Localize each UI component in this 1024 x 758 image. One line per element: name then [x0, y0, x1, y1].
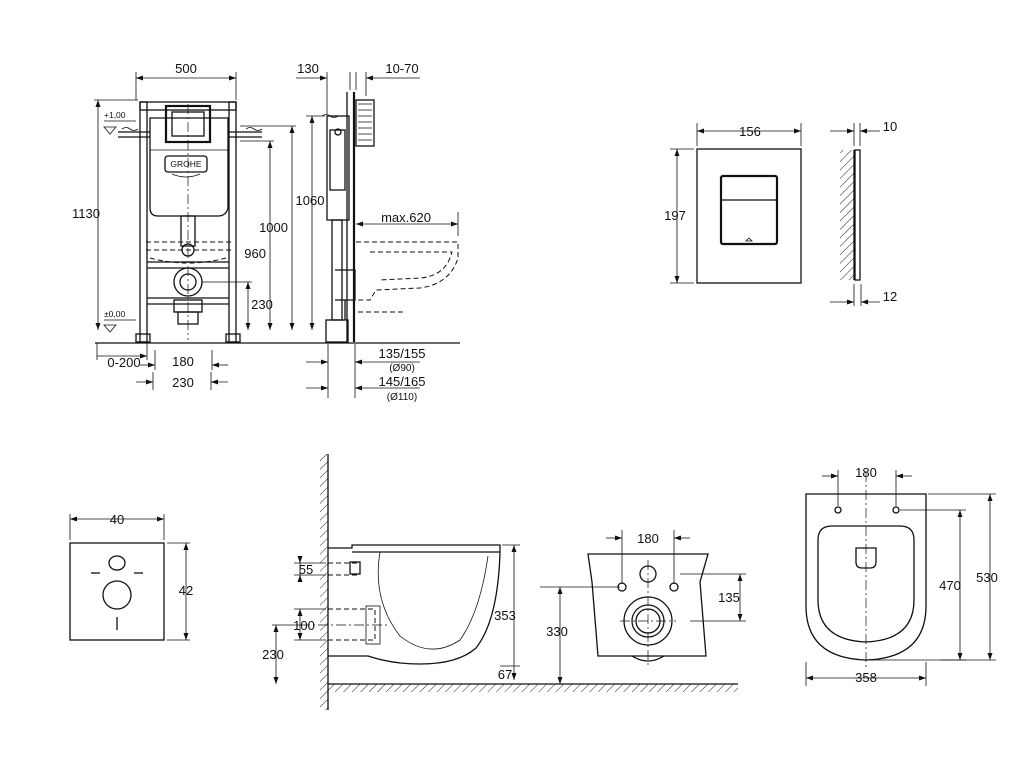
dim-drain-a-diameter: (Ø90) — [389, 363, 415, 374]
dim-max-projection: max.620 — [381, 210, 431, 225]
dim-top-length-530: 530 — [976, 570, 998, 585]
dim-67: 67 — [498, 667, 512, 682]
dim-height-960: 960 — [244, 246, 266, 261]
flush-plate-front: 156 197 — [664, 123, 802, 284]
frame-side-view: 130 10-70 1060 max.620 135/155 (Ø90) 145… — [296, 61, 459, 403]
dim-drain-b-diameter: (Ø110) — [387, 392, 417, 403]
toilet-back-view: 180 330 135 — [540, 530, 746, 684]
dim-top-length-470: 470 — [939, 578, 961, 593]
dim-wall-range: 10-70 — [385, 61, 418, 76]
dim-pad-width: 40 — [110, 512, 124, 527]
dim-bolt-100: 100 — [293, 618, 315, 633]
dim-frame-depth: 130 — [297, 61, 319, 76]
dim-back-height-330: 330 — [546, 624, 568, 639]
dim-width-230: 230 — [172, 375, 194, 390]
level-zero-label: ±0,00 — [104, 309, 125, 319]
toilet-side-view: 55 100 230 353 67 — [262, 454, 738, 710]
dim-plate-offset: 12 — [883, 289, 897, 304]
dim-bolt-55: 55 — [299, 562, 313, 577]
dim-drain-a: 135/155 — [379, 346, 426, 361]
dim-plate-depth: 10 — [883, 119, 897, 134]
dim-height-1060: 1060 — [296, 193, 325, 208]
dim-plate-height: 197 — [664, 208, 686, 223]
dim-height-353: 353 — [494, 608, 516, 623]
dim-top-hole-spacing: 180 — [855, 465, 877, 480]
dim-frame-width: 500 — [175, 61, 197, 76]
dim-width-180: 180 — [172, 354, 194, 369]
dim-pad-height: 42 — [179, 583, 193, 598]
brand-logo-text: GROHE — [170, 159, 202, 169]
dim-total-height: 1130 — [72, 206, 100, 221]
dim-plate-width: 156 — [739, 124, 761, 139]
dim-floor-range: 0-200 — [107, 355, 140, 370]
dim-height-230-toilet: 230 — [262, 647, 284, 662]
frame-front-view: GROHE 500 +1,00 ±0,00 1130 — [72, 61, 460, 390]
flush-plate-side: 10 12 — [830, 119, 897, 306]
sound-pad: 40 42 — [69, 512, 193, 641]
dim-height-1000: 1000 — [259, 220, 288, 235]
level-top-label: +1,00 — [104, 110, 126, 120]
toilet-top-view: 180 470 530 358 — [805, 465, 998, 686]
dim-top-width-358: 358 — [855, 670, 877, 685]
dim-height-230: 230 — [251, 297, 273, 312]
dim-back-135: 135 — [718, 590, 740, 605]
dim-back-width-180: 180 — [637, 531, 659, 546]
dim-drain-b: 145/165 — [379, 374, 426, 389]
